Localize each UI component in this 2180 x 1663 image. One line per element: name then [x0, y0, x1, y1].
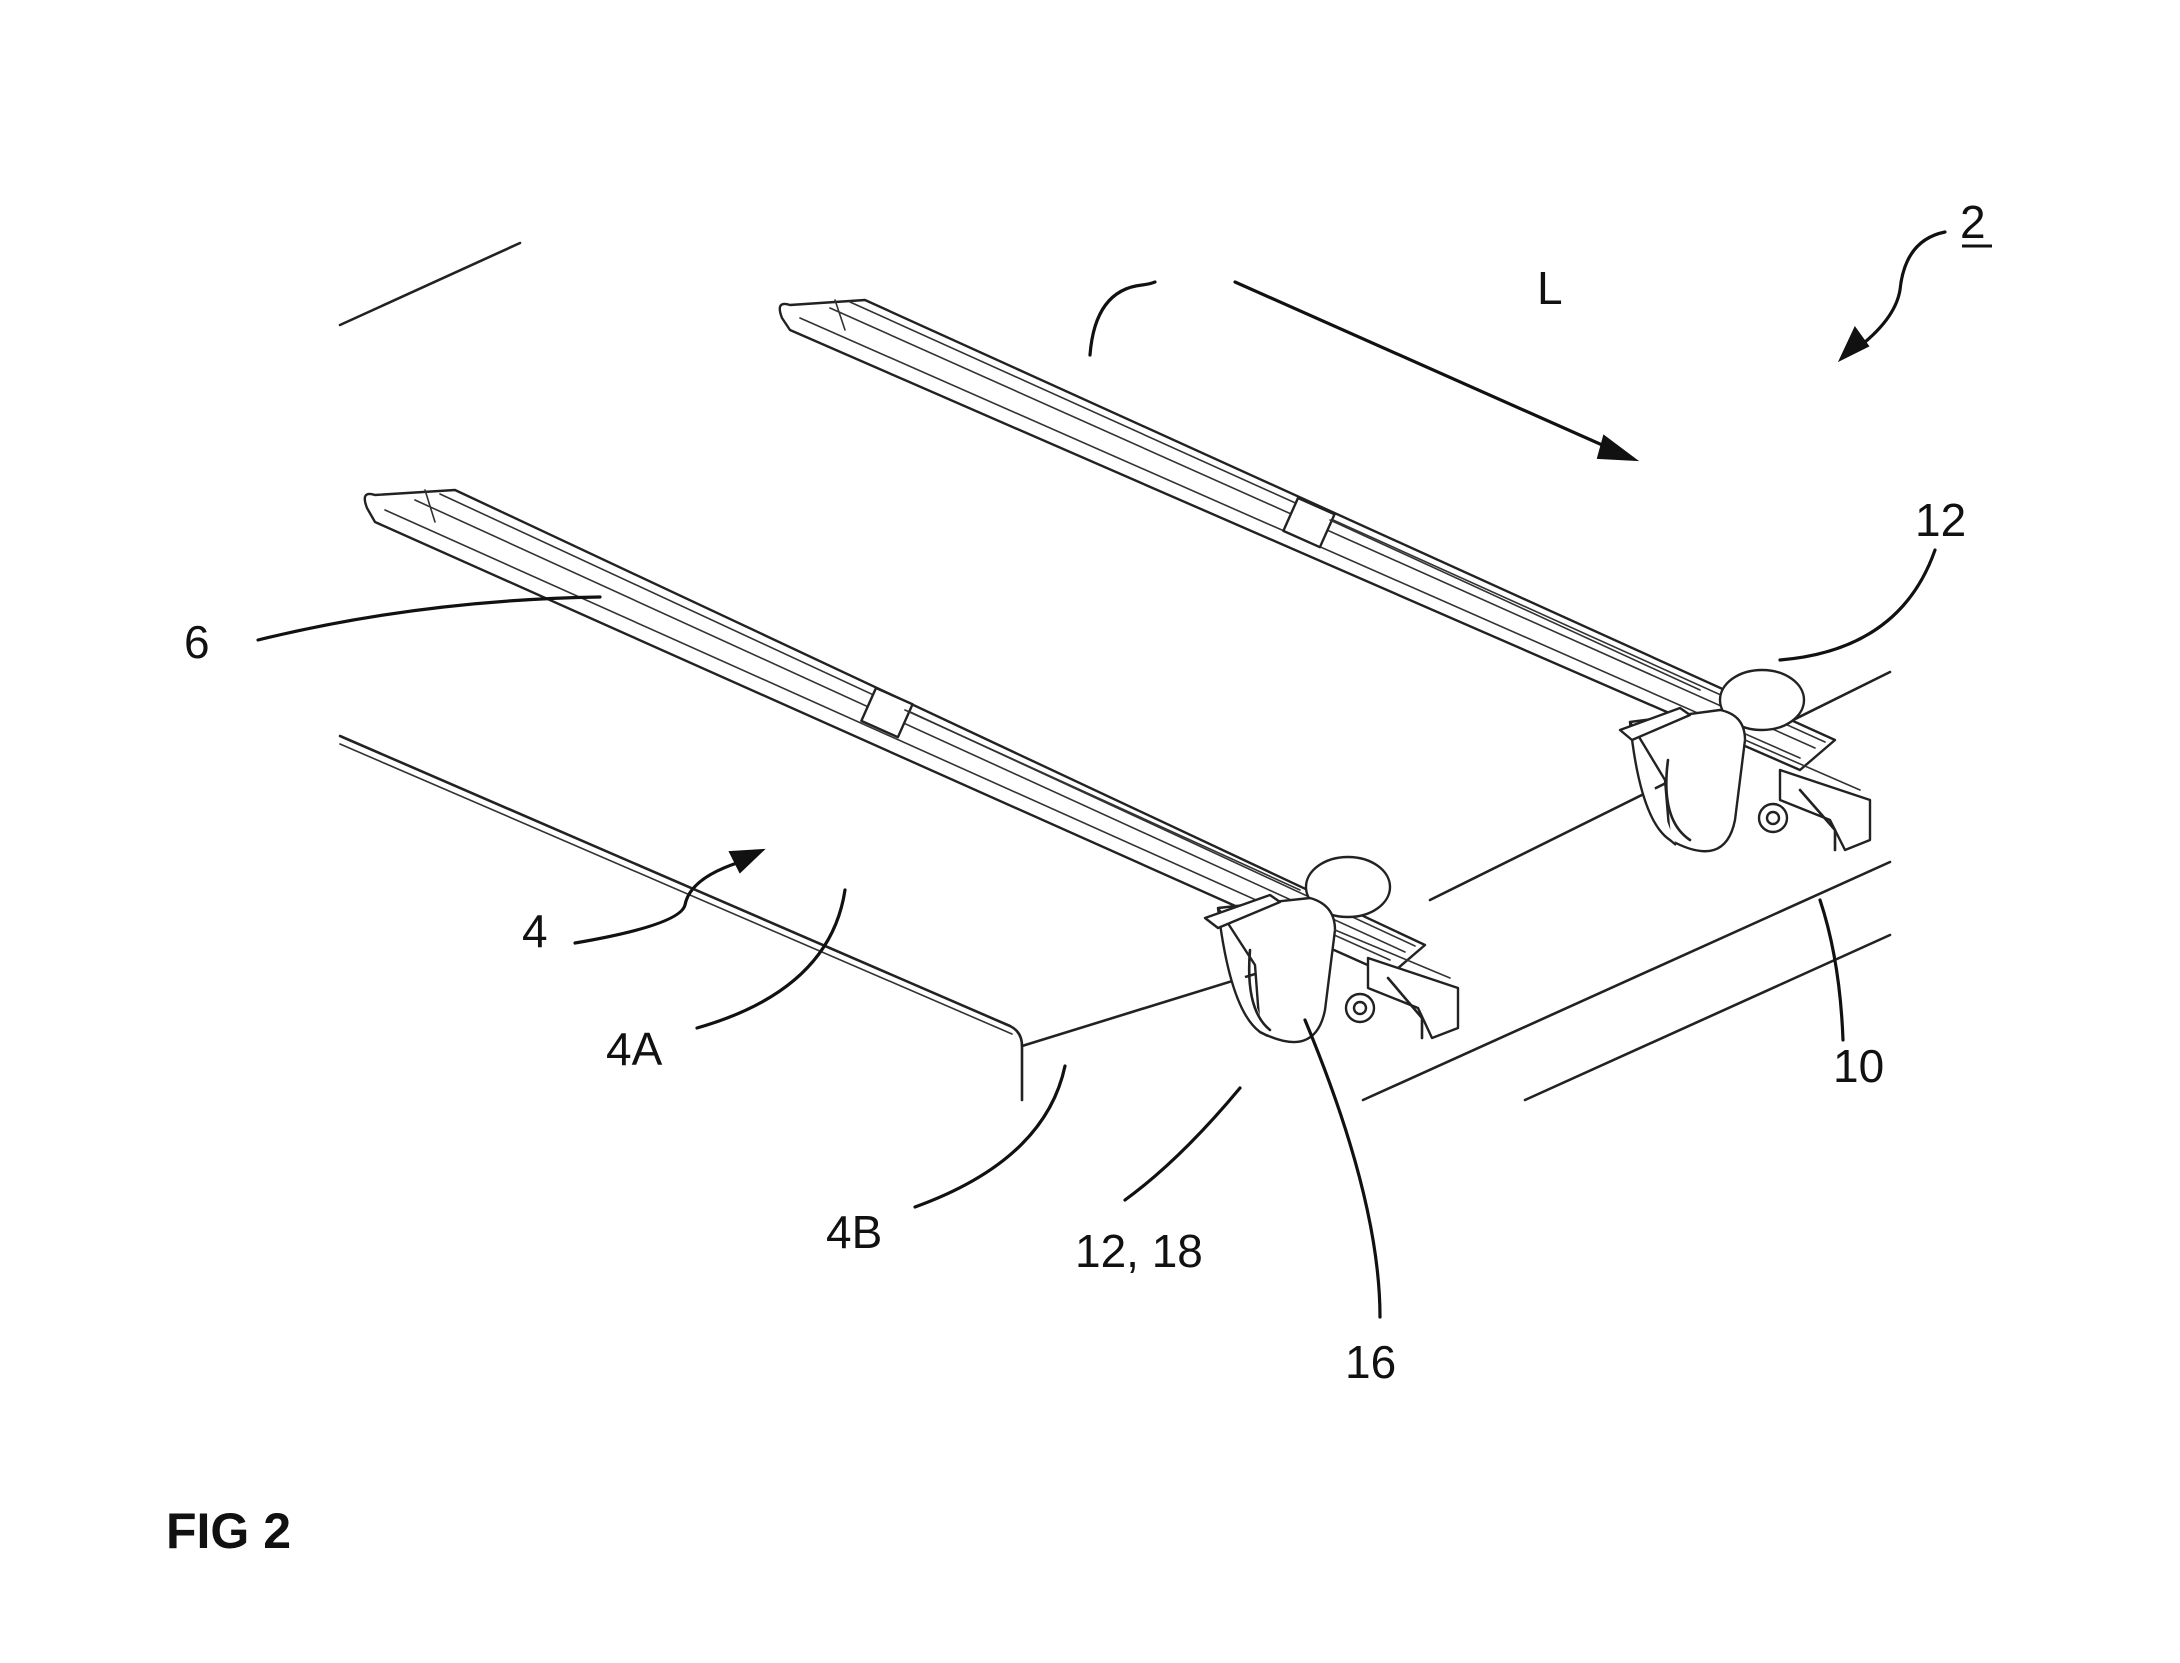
body-arrow: [573, 848, 766, 945]
label-surface: 4A: [606, 1023, 663, 1075]
label-holder: 12: [1915, 494, 1966, 546]
label-cover: 16: [1345, 1336, 1396, 1388]
holder-front: [1203, 855, 1460, 1044]
direction-arrow: [1233, 280, 1640, 462]
rail-rear: [778, 298, 1837, 772]
label-direction: L: [1537, 262, 1563, 314]
label-body: 4: [522, 905, 548, 957]
leader-lines: [256, 280, 1937, 1319]
label-assembly: 2: [1960, 196, 1986, 248]
figure-label: FIG 2: [166, 1503, 291, 1559]
label-holder-secondary: 12, 18: [1075, 1225, 1203, 1277]
holder-rear: [1618, 668, 1872, 853]
label-profile: 10: [1833, 1040, 1884, 1092]
label-edge: 4B: [826, 1206, 882, 1258]
label-rail: 6: [184, 616, 210, 668]
panel-outline: [338, 241, 1892, 1102]
assembly-arrow: [1837, 230, 1947, 363]
arrowhead: [1596, 434, 1640, 462]
